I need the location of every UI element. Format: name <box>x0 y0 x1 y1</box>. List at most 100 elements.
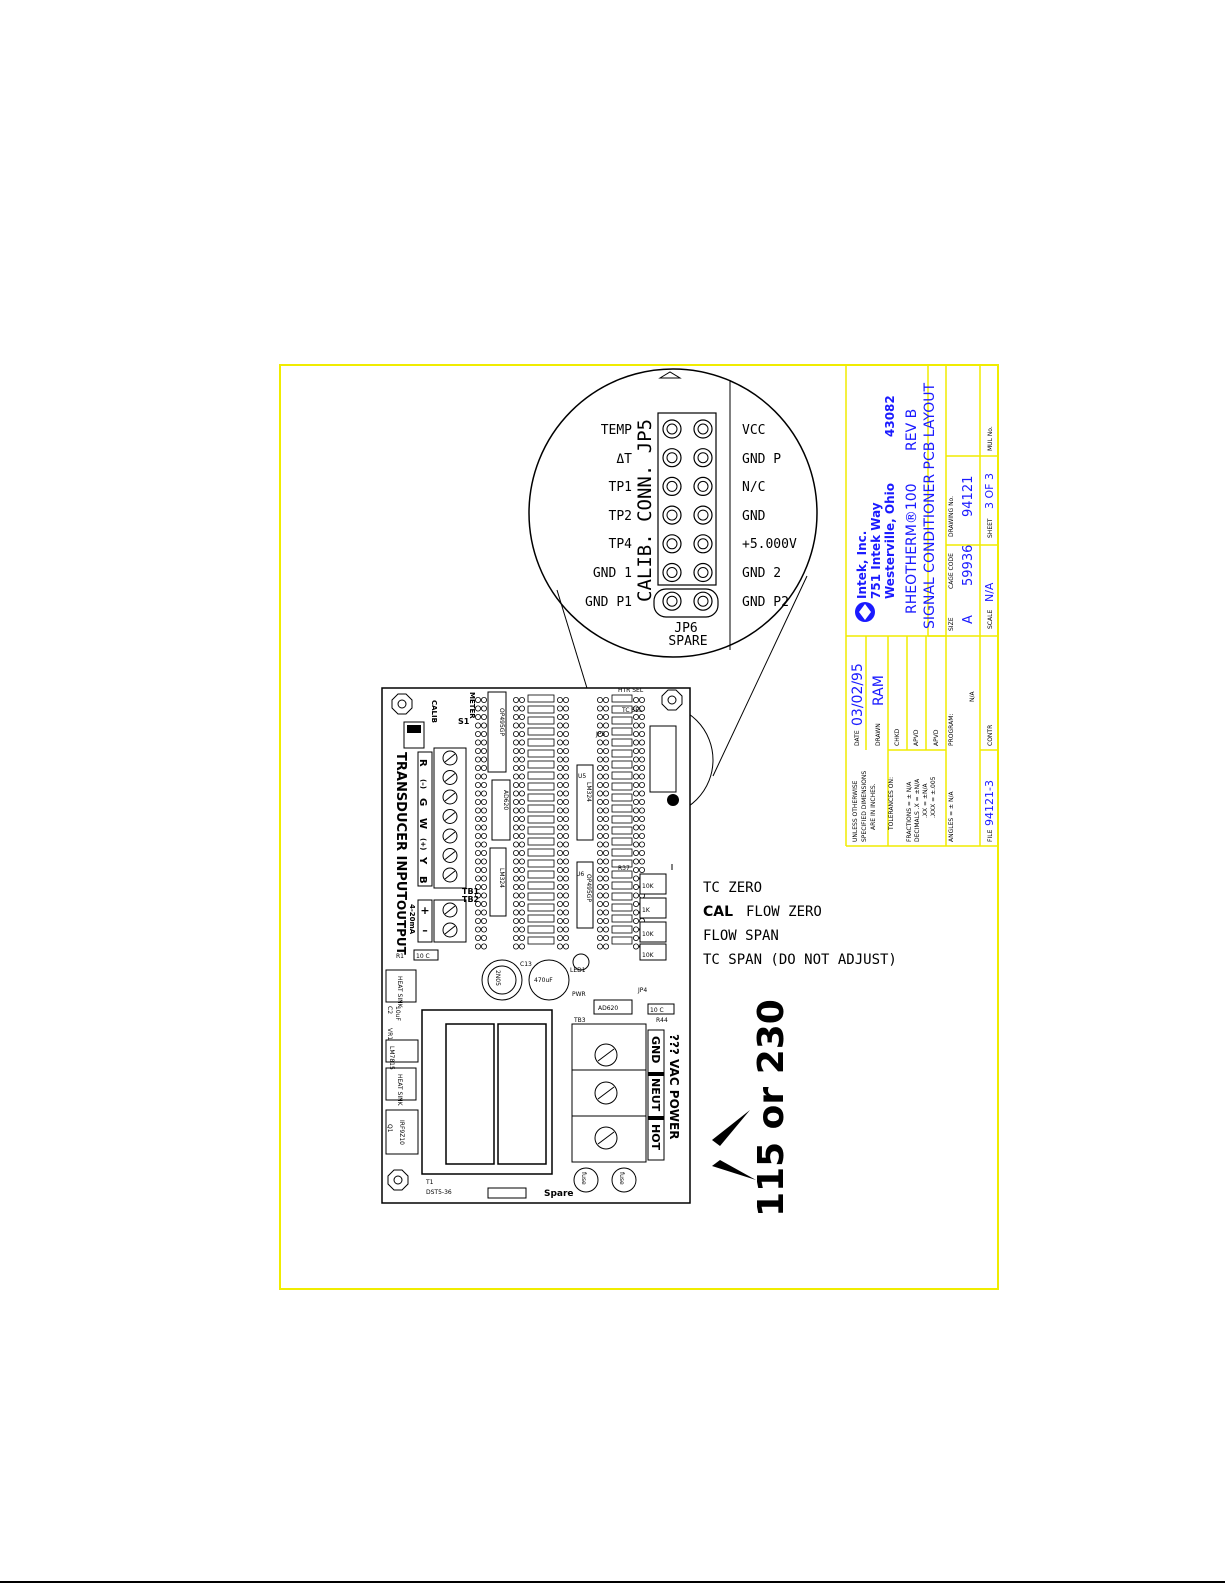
sheet-value: 3 OF 3 <box>983 473 996 509</box>
resistor <box>527 903 555 912</box>
jp5-left-pin-label: TP1 <box>609 480 632 495</box>
pot-value: 1K <box>642 907 651 914</box>
revision: REV B <box>904 409 920 451</box>
pcb-board: CALIB METER S1 R (–) G W (+) Y B TRANSDU… <box>381 687 691 1204</box>
resistor <box>527 859 555 868</box>
resistor <box>611 727 633 736</box>
jp5-left-pin-label: TP2 <box>609 509 632 524</box>
meter-label: METER <box>468 692 476 719</box>
ic-ad620-2 <box>593 999 633 1015</box>
tb1-label: TB1 <box>462 887 480 896</box>
jp6-spare-label: SPARE <box>668 634 707 649</box>
resistor <box>611 705 633 714</box>
jp5-left-pin-label: TEMP <box>601 423 632 438</box>
company-zip: 43082 <box>883 395 897 437</box>
jp5-right-pin-label: GND 2 <box>742 566 781 581</box>
hot-terminal-label: HOT <box>649 1124 662 1151</box>
terminal-screw <box>442 848 458 863</box>
jp5-pin-hole <box>697 509 709 521</box>
c2-label: C2 <box>386 1006 393 1014</box>
resistor <box>611 925 633 934</box>
jp6-label: JP6 <box>674 621 697 636</box>
zoom-line <box>712 575 808 777</box>
terminal-screw <box>442 789 458 805</box>
resistor <box>527 793 555 802</box>
output-sign: + <box>420 904 429 917</box>
c2-value: 10uF <box>394 1006 401 1021</box>
jp5-pin-hole <box>666 480 678 492</box>
page-bottom-rule <box>0 1581 1225 1583</box>
resistor <box>611 837 633 846</box>
resistor <box>527 771 555 780</box>
resistor <box>527 870 555 879</box>
ic-ad620-1 <box>491 779 511 841</box>
jp5-pin-grid <box>662 419 713 611</box>
fuse-spare <box>573 1167 599 1193</box>
resistor <box>611 936 633 945</box>
company-street: 751 Intek Way <box>869 502 883 599</box>
heat-sink-label: HEAT SINK <box>396 976 403 1009</box>
file-label: FILE <box>987 829 994 842</box>
tolerance-line: .XXX = ±.005 <box>930 776 937 818</box>
resistor <box>527 694 555 703</box>
drawing-description: SIGNAL CONDITIONER PCB LAYOUT <box>922 383 938 629</box>
terminal-label: Y <box>417 856 428 865</box>
jp5-pin <box>693 505 713 525</box>
tolerance-line: SPECIFIED DIMENSIONS <box>861 771 868 842</box>
tc-zero-label: TC ZERO <box>703 880 762 896</box>
jp5-left-pin-label: GND P1 <box>585 595 632 610</box>
jp5-pin <box>693 448 713 468</box>
scale-value: N/A <box>983 582 996 602</box>
jp5-right-pin-label: +5.000V <box>742 537 797 552</box>
jp5-right-pin-label: GND <box>742 509 766 524</box>
resistor <box>527 782 555 791</box>
power-terminal-block <box>571 1023 647 1163</box>
pwr-label: PWR <box>572 991 586 998</box>
tc-sel-label: TC SEL <box>621 707 643 714</box>
voltage-arrow <box>712 1160 756 1180</box>
intek-logo <box>855 602 875 622</box>
sheet-label: SHEET <box>987 518 994 538</box>
resistor <box>527 705 555 714</box>
t1-part-label: DST5-36 <box>426 1189 452 1196</box>
resistor <box>611 815 633 824</box>
terminal-label: (+) <box>419 838 427 850</box>
jp5-pin <box>662 505 682 525</box>
drawn-label: DRAWN <box>875 723 882 746</box>
irf9z10-label: IRF9Z10 <box>398 1120 405 1145</box>
jp5-title: CALIB. CONN. JP5 <box>634 419 656 602</box>
jp5-pin <box>693 562 713 583</box>
tolerance-line: TOLERANCES ON: <box>888 777 895 831</box>
company-city: Westerville, Ohio <box>883 483 897 599</box>
resistor <box>611 782 633 791</box>
lm7815-label: LM7815 <box>388 1046 395 1070</box>
resistor <box>611 903 633 912</box>
output-label: OUTPUT <box>394 900 408 956</box>
ic-lm324-1 <box>489 847 507 917</box>
vr1-label: VR1 <box>386 1028 393 1040</box>
resistor <box>611 771 633 780</box>
contr-label: CONTR <box>987 725 994 746</box>
jp3-label: JP3 <box>595 731 605 738</box>
jp5-pin <box>662 419 682 439</box>
jp5-right-pin-label: N/C <box>742 480 765 495</box>
jp5-pin <box>662 448 682 468</box>
voltage-arrow <box>712 1110 750 1146</box>
c13-value: 470uF <box>534 977 553 984</box>
jp5-pin-hole <box>666 538 678 550</box>
heat-sink-2 <box>385 1067 417 1101</box>
resistor <box>527 738 555 747</box>
jp5-pin-hole <box>697 538 709 550</box>
transducer-input-label: TRANSDUCER INPUT <box>393 752 408 900</box>
gnd-terminal-label: GND <box>649 1036 662 1063</box>
jp5-magnifier: TEMP ΔT TP1 TP2 TP4 GND 1 GND P1 VCC GND… <box>528 368 818 658</box>
program-value: N/A <box>969 690 976 702</box>
jp5-pin <box>662 562 682 583</box>
date-label: DATE <box>854 730 861 746</box>
resistor <box>527 749 555 758</box>
pot-value: 10K <box>642 931 655 938</box>
mul-no-label: MUL No. <box>987 426 994 451</box>
ic-ad620-label: AD620 <box>598 1005 618 1012</box>
size-value: A <box>961 615 976 624</box>
